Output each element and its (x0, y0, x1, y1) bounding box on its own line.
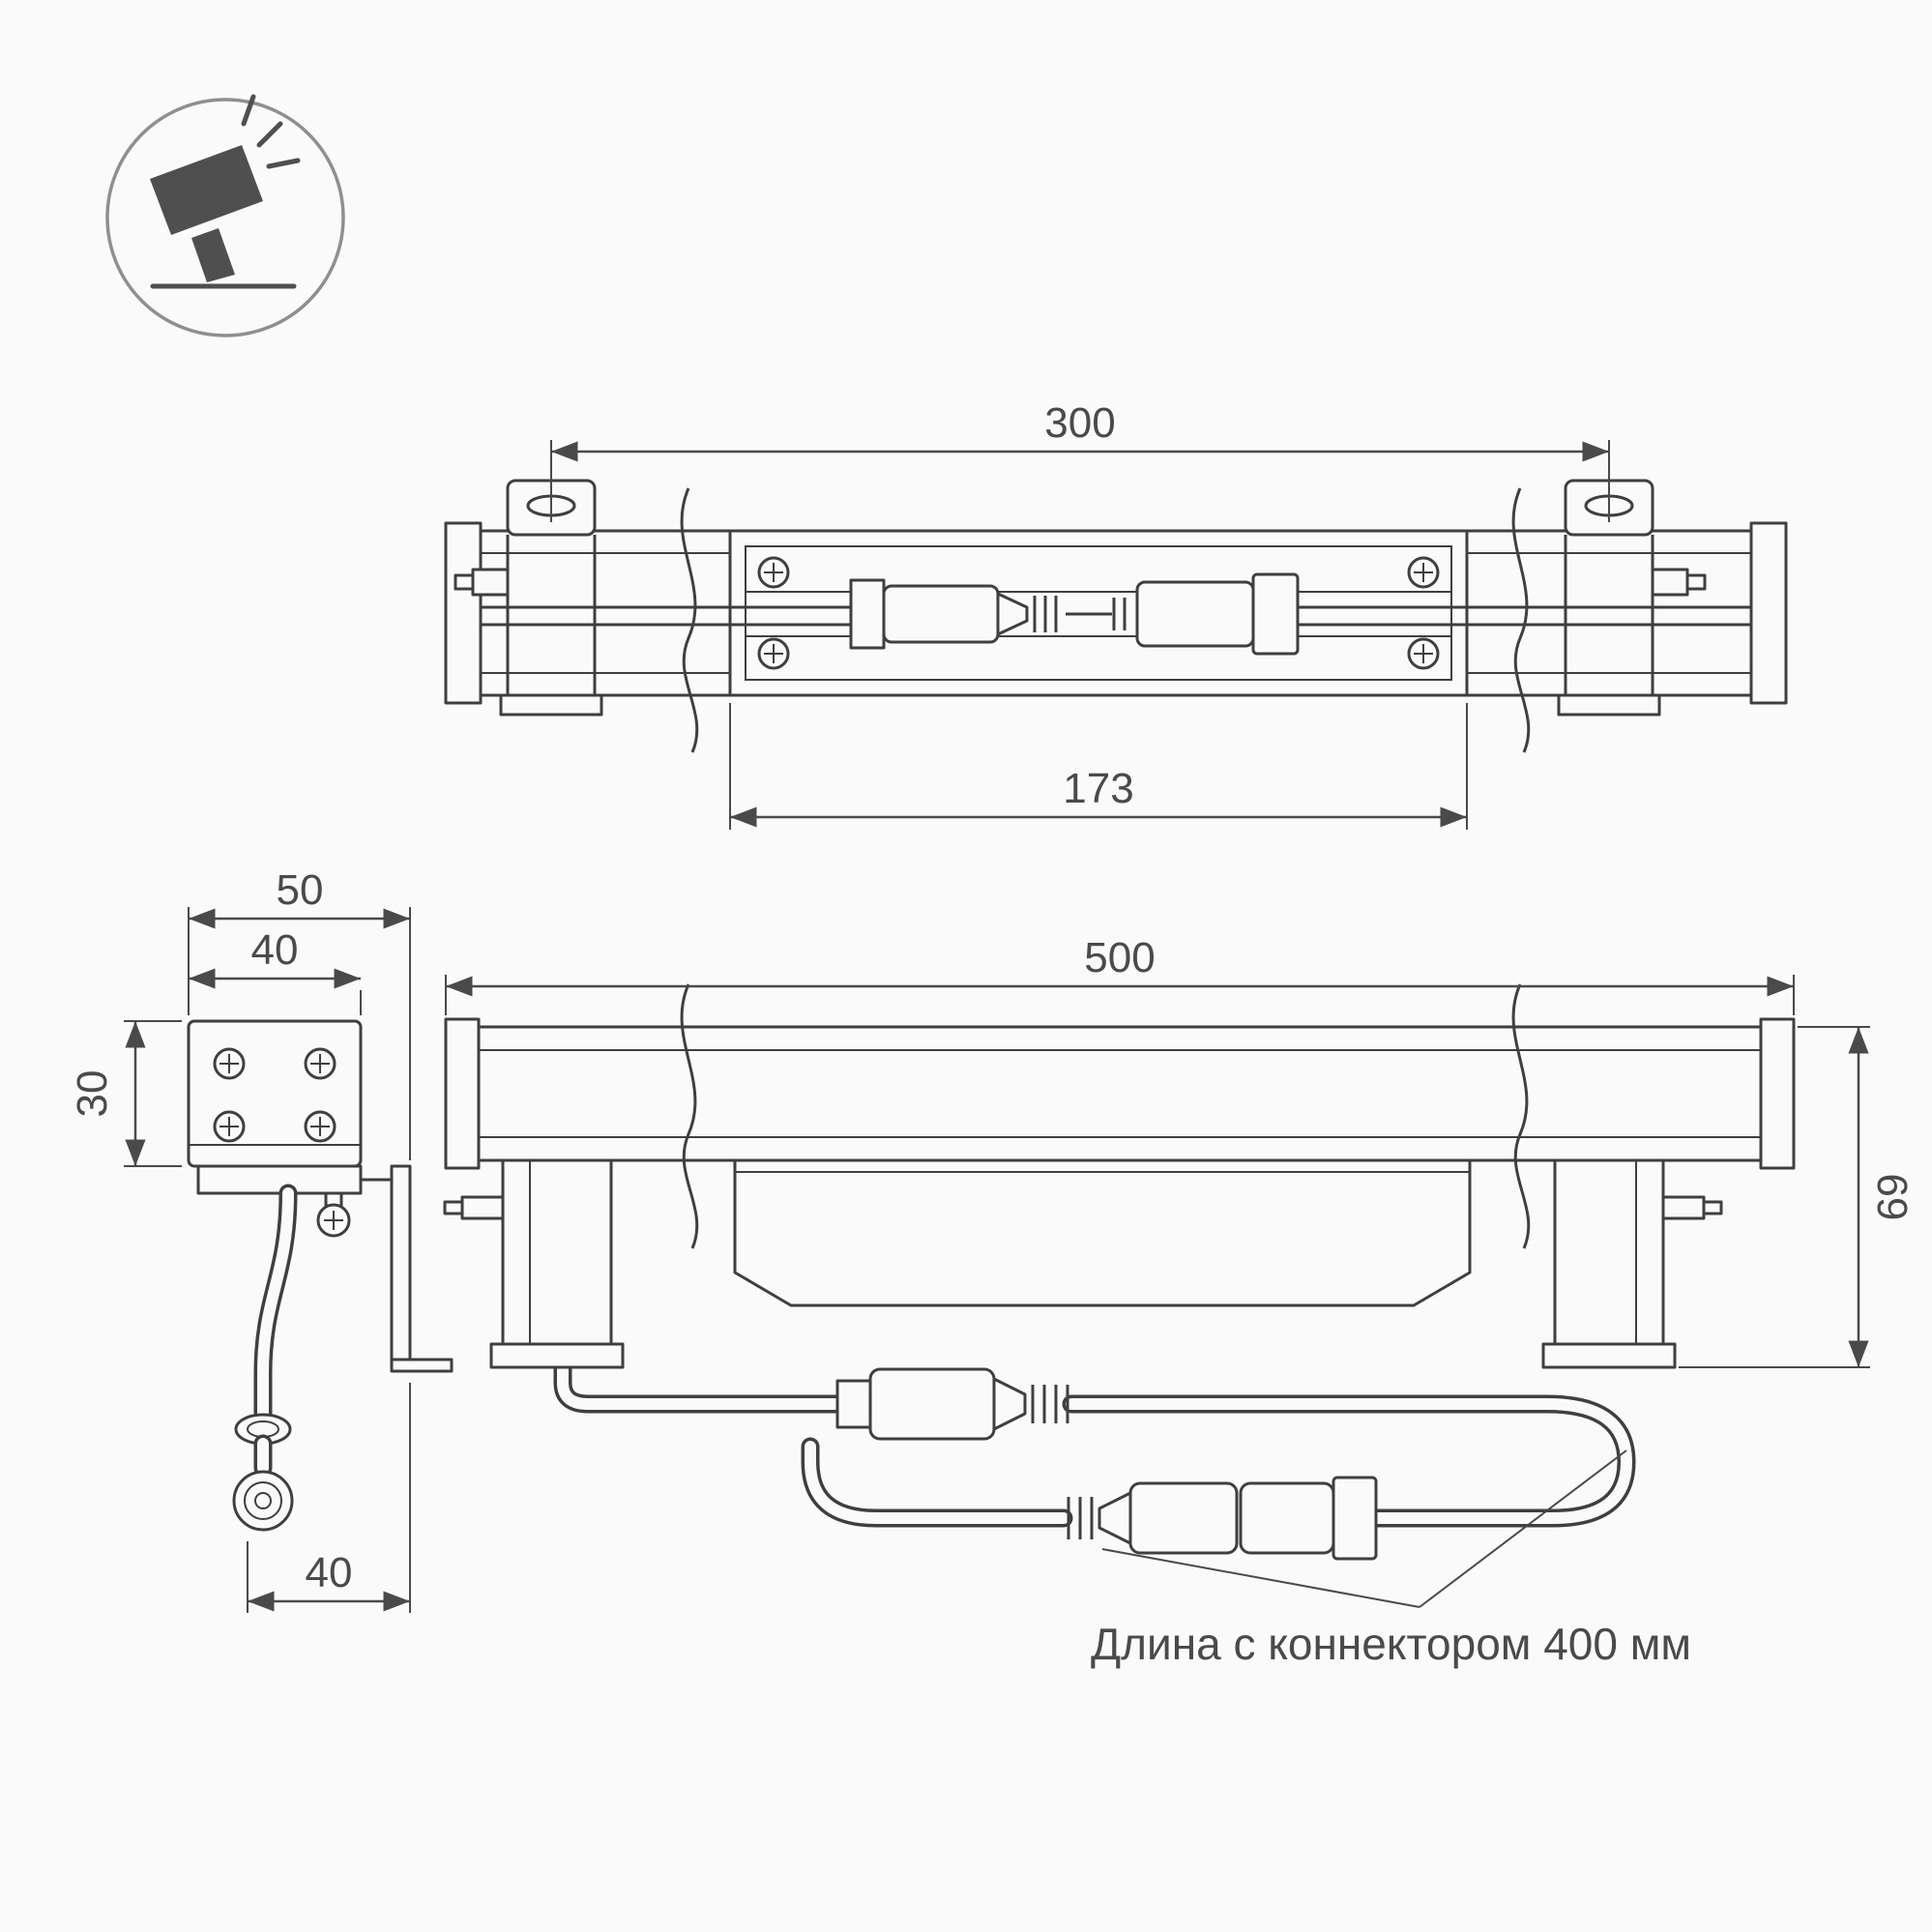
side-bracket-right (1541, 1158, 1723, 1369)
connector-face (232, 1470, 294, 1532)
end-view: 50 40 30 40 (69, 866, 454, 1613)
bracket-plate (390, 1164, 412, 1361)
leader-line-2 (1419, 1449, 1627, 1608)
dimension-length: 500 (445, 934, 1795, 1015)
bar-body (477, 1025, 1763, 1162)
dimension-height: 69 (1679, 1026, 1917, 1368)
panel-screws (757, 556, 1440, 670)
clamp-bracket (196, 1164, 454, 1373)
dim-label-69: 69 (1869, 1174, 1917, 1221)
leader-line-1 (1101, 1548, 1420, 1608)
bracket-foot (390, 1358, 454, 1373)
dim-label-173: 173 (1063, 765, 1133, 812)
bottom-connector-pair (1067, 1476, 1378, 1561)
break-line-right (1511, 487, 1531, 753)
hanging-cable (232, 1184, 298, 1532)
driver-box (733, 1158, 1472, 1307)
dim-label-40-bottom: 40 (306, 1549, 353, 1596)
bracket-bolt-left (471, 568, 510, 597)
bar-end-cap-right (1759, 1017, 1796, 1170)
through-cable (481, 605, 1751, 627)
cable-runs (553, 1358, 1636, 1528)
break-line-right (1511, 983, 1531, 1249)
side-bracket-left (443, 1158, 625, 1369)
inline-connector-pair (849, 572, 1300, 656)
dim-label-40-top: 40 (251, 926, 299, 974)
dim-label-50: 50 (277, 866, 324, 914)
dimension-body-width: 40 (189, 926, 362, 1015)
floodlight-icon (105, 94, 345, 337)
floodlight-stand (191, 228, 235, 282)
bar-end-cap-left (444, 1017, 481, 1170)
top-view: 300 173 (444, 399, 1788, 830)
light-rays-icon (241, 94, 301, 169)
dimension-body-height: 30 (69, 1020, 182, 1167)
break-line-left (680, 983, 699, 1249)
dim-label-30: 30 (69, 1070, 116, 1118)
rail-end-cap-right (1749, 521, 1788, 705)
cable-length-note: Длина с коннектором 400 мм (1091, 1449, 1691, 1669)
dimension-overall-top: 300 (550, 399, 1610, 522)
side-bolt-left (460, 1195, 505, 1220)
dim-label-500: 500 (1084, 934, 1155, 981)
bracket-bolt-right (1651, 568, 1689, 597)
break-line-left (680, 487, 699, 753)
mounting-bracket-right (1557, 479, 1707, 717)
dimension-total-width: 50 (188, 866, 411, 1160)
side-view: 500 69 Длина с коннектором 400 мм (443, 934, 1917, 1669)
housing-screws (213, 1047, 337, 1143)
floodlight-head (150, 145, 263, 235)
dim-label-300: 300 (1044, 399, 1115, 447)
icon-ring (105, 98, 345, 337)
dimension-body-top: 173 (729, 703, 1468, 830)
side-bolt-right (1661, 1195, 1706, 1220)
cable-length-label: Длина с коннектором 400 мм (1091, 1619, 1691, 1669)
rail-end-cap-left (444, 521, 483, 705)
mid-connector-pair (835, 1367, 1069, 1441)
dimension-foot-width: 40 (247, 1383, 411, 1613)
